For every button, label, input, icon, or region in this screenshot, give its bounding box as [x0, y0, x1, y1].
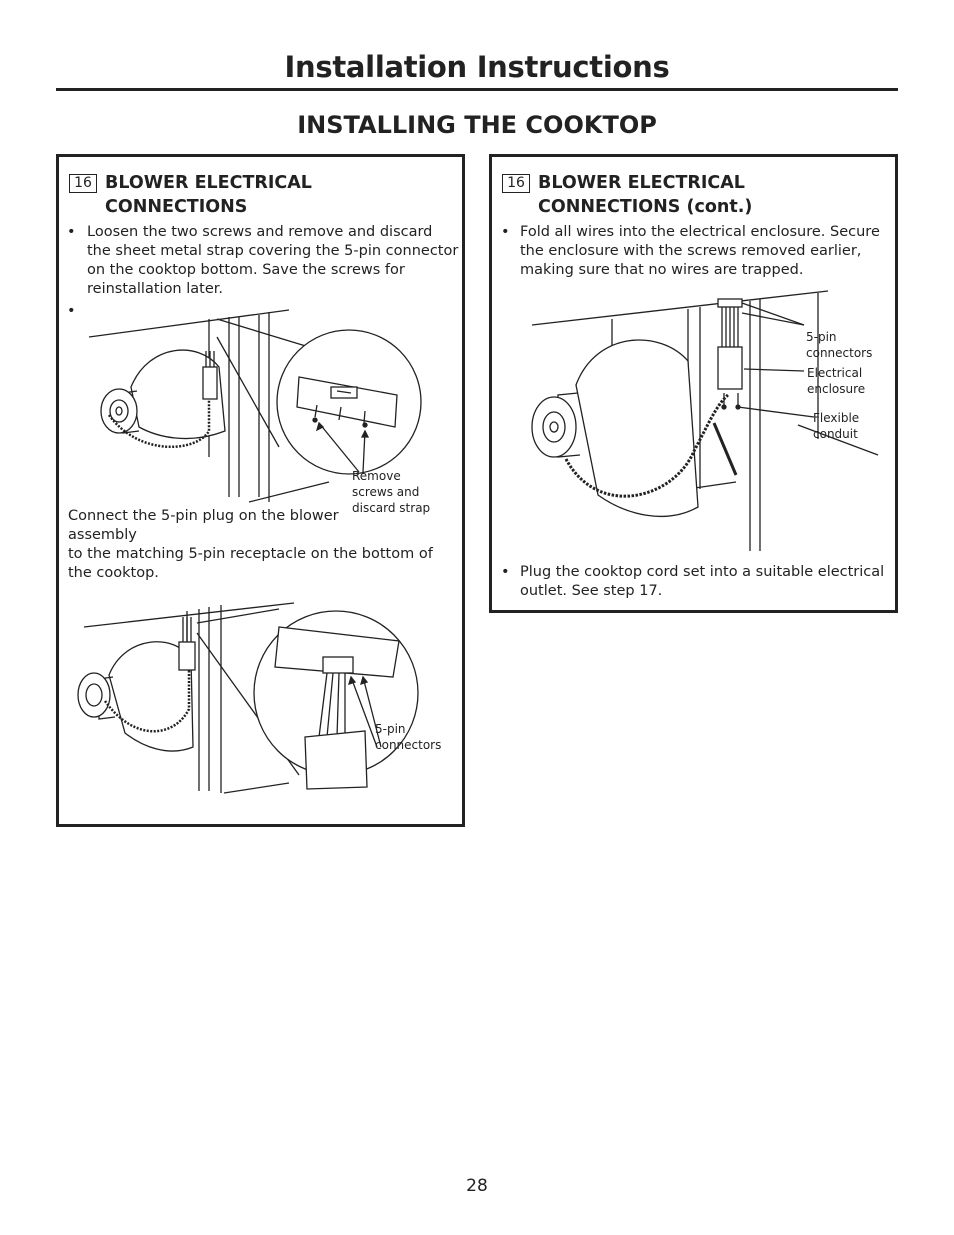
step-number: 16 — [69, 174, 97, 193]
instruction-text: Connect the 5-pin plug on the blower — [68, 508, 339, 524]
step-title-line: CONNECTIONS (cont.) — [538, 197, 753, 217]
figure-caption: Remove screws and discard strap — [352, 468, 430, 516]
caption-line: Flexible — [813, 411, 860, 425]
caption-line: discard strap — [352, 501, 431, 515]
page-number: 28 — [466, 1176, 488, 1196]
bullet-marker: • — [67, 224, 76, 240]
caption-line: Remove — [352, 469, 401, 483]
bullet-marker: • — [67, 303, 76, 319]
step-number: 16 — [502, 174, 530, 193]
step-panel-left: 16 BLOWER ELECTRICAL CONNECTIONS • Loose… — [56, 154, 465, 827]
caption-line: conduit — [813, 427, 858, 441]
caption-line: enclosure — [807, 382, 866, 396]
step-title-line: CONNECTIONS — [105, 197, 248, 217]
title-rule — [56, 88, 898, 91]
enclosure-figure — [531, 290, 879, 551]
step-title: BLOWER ELECTRICAL CONNECTIONS — [105, 171, 445, 219]
caption-line: screws and — [352, 485, 420, 499]
figure-label-flexible-conduit: Flexible conduit — [813, 410, 859, 442]
caption-line: 5-pin — [806, 330, 837, 344]
step-panel-right: 16 BLOWER ELECTRICAL CONNECTIONS (cont.)… — [489, 154, 898, 613]
instruction-text: Fold all wires into the electrical enclo… — [520, 224, 880, 278]
step-title-line: BLOWER ELECTRICAL — [105, 173, 312, 193]
caption-line: 5-pin — [375, 722, 406, 736]
bullet-marker: • — [501, 224, 510, 240]
figure-label-electrical-enclosure: Electrical enclosure — [807, 365, 865, 397]
instruction-text: Loosen the two screws and remove and dis… — [87, 224, 459, 297]
caption-line: connectors — [375, 738, 442, 752]
step-title-line: BLOWER ELECTRICAL — [538, 173, 745, 193]
section-title: INSTALLING THE COOKTOP — [297, 111, 657, 139]
page-title: Installation Instructions — [284, 50, 670, 84]
figure-caption: 5-pin connectors — [375, 721, 441, 753]
instruction-text: to the matching 5-pin receptacle on the … — [68, 546, 433, 581]
caption-line: Electrical — [807, 366, 863, 380]
step-title: BLOWER ELECTRICAL CONNECTIONS (cont.) — [538, 171, 878, 219]
pin-connector-figure — [77, 602, 419, 794]
blower-strap-figure — [88, 309, 422, 503]
figure-label-pin-connectors: 5-pin connectors — [806, 329, 872, 361]
bullet-marker: • — [501, 564, 510, 580]
caption-line: connectors — [806, 346, 873, 360]
instruction-text: Plug the cooktop cord set into a suitabl… — [520, 564, 885, 599]
instruction-text: assembly — [68, 527, 137, 543]
